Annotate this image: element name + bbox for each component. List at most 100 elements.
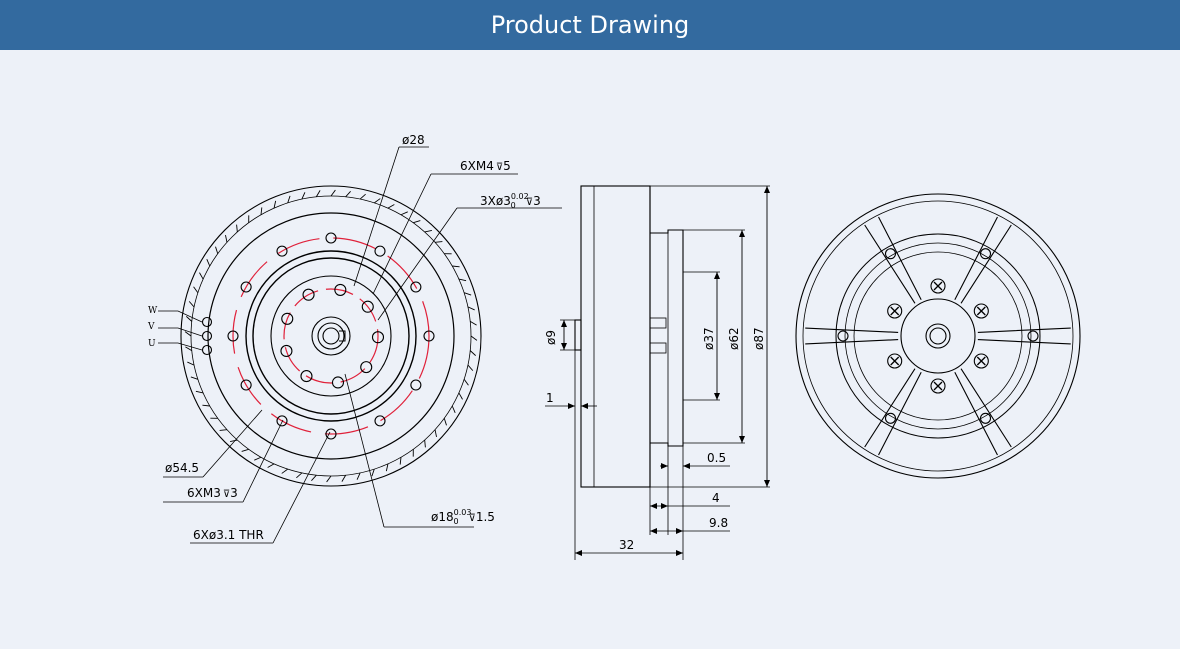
back-rim — [796, 194, 1080, 478]
inner-hole — [361, 362, 372, 373]
flange-edge — [208, 213, 454, 459]
screw-cross — [977, 307, 985, 315]
back-view — [796, 194, 1080, 478]
rim-tooth — [191, 377, 198, 379]
leader-phi18 — [345, 374, 474, 527]
rim-tooth — [444, 418, 446, 425]
rim-tooth — [401, 212, 408, 215]
rim-tooth — [425, 440, 426, 447]
rim-tooth — [452, 406, 455, 413]
shaft-collar — [318, 323, 344, 349]
rim-tooth — [216, 247, 218, 254]
leader-pin — [378, 208, 562, 320]
rim-tooth — [220, 430, 227, 431]
label-t32: 32 — [619, 538, 634, 552]
rim-tooth — [374, 199, 380, 203]
screw-cross — [934, 382, 942, 390]
spoke — [978, 328, 1071, 344]
rim-tooth — [261, 207, 262, 214]
rim-tooth — [468, 307, 475, 310]
rim-tooth — [274, 201, 276, 208]
back-hole — [838, 331, 848, 341]
wire-w-terminal — [203, 318, 212, 327]
rim-tooth — [194, 287, 198, 293]
side-flange — [650, 230, 683, 446]
rim-tooth — [268, 464, 274, 468]
rim-tooth — [225, 235, 226, 242]
mounting-holes — [228, 233, 434, 439]
header-bar: Product Drawing — [0, 0, 1180, 50]
rim-tooth — [400, 457, 401, 464]
screw-cross — [891, 357, 899, 365]
label-phi28: ø28 — [402, 133, 425, 147]
outer-hole — [375, 416, 385, 426]
spoke — [865, 369, 921, 455]
label-t1: 1 — [546, 391, 554, 405]
label-m3: 6XM3⊽3 — [187, 486, 238, 500]
rim-tooth — [316, 190, 320, 196]
rim-tooth — [468, 365, 473, 371]
wire-label-v: V — [147, 322, 155, 332]
rim-tooth — [435, 242, 442, 243]
label-phi54-5: ø54.5 — [165, 461, 199, 475]
rim-tooth — [199, 273, 203, 279]
wire-label-u: U — [148, 339, 156, 349]
rim-tooth — [357, 473, 360, 480]
screw-cross — [934, 282, 942, 290]
rim-tooth — [459, 393, 463, 399]
spoke — [865, 217, 921, 303]
rim-tooth — [331, 190, 335, 196]
rim-tooth — [311, 475, 316, 480]
label-d62: ø62 — [727, 327, 741, 350]
label-d9: ø9 — [544, 330, 558, 345]
screw-cross — [891, 307, 899, 315]
step-ring-2 — [253, 258, 409, 414]
back-screws — [888, 279, 989, 393]
side-shaft — [575, 320, 581, 350]
rim-tooth — [189, 301, 194, 307]
side-view — [545, 186, 770, 560]
rim-tooth — [327, 476, 331, 482]
rim-tooth — [413, 221, 420, 223]
spoke — [955, 369, 1011, 455]
wire-label-w: W — [148, 306, 158, 316]
rim-tooth — [207, 259, 210, 266]
rim-tooth — [386, 464, 388, 471]
back-hole — [1028, 331, 1038, 341]
label-d87: ø87 — [752, 327, 766, 350]
wire-u-terminal — [203, 346, 212, 355]
label-t9-8: 9.8 — [709, 516, 728, 530]
label-m4: 6XM4⊽5 — [460, 159, 511, 173]
rim-tooth — [470, 351, 475, 356]
rim-tooth — [464, 379, 468, 385]
spoke — [805, 328, 898, 344]
rim-tooth — [237, 225, 238, 232]
rim-tooth — [242, 449, 249, 451]
rim-tooth — [296, 473, 302, 478]
rim-tooth — [342, 475, 346, 481]
rim-tooth — [471, 336, 477, 340]
rim-tooth — [360, 194, 366, 199]
rim-tooth — [302, 192, 305, 199]
inner-hole — [332, 377, 343, 388]
shaft — [323, 328, 339, 344]
back-shaft — [930, 328, 946, 344]
label-thru-holes: 6Xø3.1 THR — [193, 528, 264, 542]
rim-tooth — [388, 204, 394, 208]
screw-cross — [977, 357, 985, 365]
hole-circle-54-5 — [233, 238, 429, 434]
rim-tooth — [464, 293, 471, 295]
rim-tooth — [288, 196, 290, 203]
wire-v-terminal — [203, 332, 212, 341]
side-body — [581, 186, 650, 487]
label-t0-5: 0.5 — [707, 451, 726, 465]
rim-tooth — [187, 362, 194, 365]
rim-tooth — [470, 321, 476, 325]
rim-tooth — [459, 279, 466, 281]
rim-tooth — [185, 347, 191, 351]
rim-tooth — [202, 405, 209, 406]
